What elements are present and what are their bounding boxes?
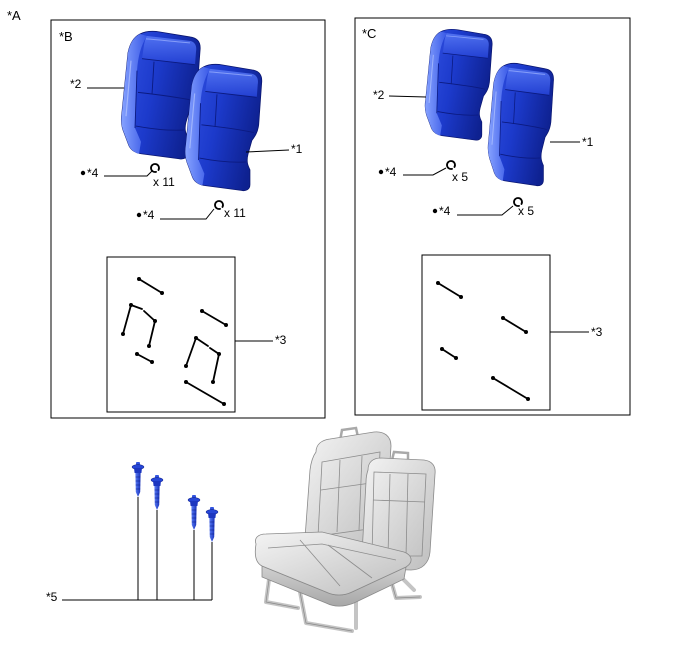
callout-pins: *5 (46, 590, 58, 604)
leader-clip-upper (403, 167, 447, 176)
pin-icon (205, 506, 219, 543)
panel-c-frame (354, 17, 631, 416)
wire-set-frame (421, 254, 551, 411)
wire-piece (436, 281, 463, 299)
wire-piece (137, 277, 164, 295)
panel-b-frame (50, 19, 326, 419)
qty-clip-upper: x 11 (153, 175, 175, 189)
wire-set (436, 281, 530, 401)
leader-seat-right (245, 149, 290, 153)
seat-back-right (184, 63, 263, 192)
seat-assembly (254, 426, 436, 633)
qty-clip-lower: x 5 (518, 204, 534, 218)
callout-clip-upper: *4 (385, 165, 397, 179)
wire-set (121, 277, 228, 406)
wire-piece (491, 376, 530, 401)
qty-clip-upper: x 5 (452, 170, 468, 184)
callout-seat-right: *1 (582, 135, 594, 149)
assembly-cushion (254, 531, 412, 607)
clip-icon (446, 160, 456, 170)
bullet-dot (432, 208, 438, 214)
leader-clip-lower (457, 205, 514, 216)
leader-pins (62, 497, 213, 601)
panel-b: *B *2 *1 *4 x 11 *4 x 11 (50, 19, 326, 419)
wire-set-frame (106, 256, 236, 413)
wire-piece (121, 303, 143, 336)
callout-wire-set: *3 (275, 333, 287, 347)
wire-piece (440, 347, 458, 360)
wire-piece (135, 352, 154, 364)
clip-icon (214, 200, 224, 210)
wire-piece (184, 380, 226, 406)
pins-group: *5 (46, 461, 219, 604)
callout-clip-upper: *4 (87, 166, 99, 180)
callout-clip-lower: *4 (143, 208, 155, 222)
figure-label: *A (7, 8, 21, 23)
callout-clip-lower: *4 (439, 204, 451, 218)
wire-piece (184, 336, 209, 368)
callout-wire-set: *3 (591, 325, 603, 339)
seat-frame (264, 570, 422, 633)
callout-seat-left: *2 (373, 88, 385, 102)
clip-icon (150, 163, 160, 173)
assembly-back-right (361, 450, 436, 571)
panel-c: *C *2 *1 *4 x 5 *4 x 5 (354, 17, 631, 416)
panel-c-label: *C (362, 26, 376, 41)
panel-b-label: *B (59, 29, 73, 44)
bullet-dot (378, 169, 384, 175)
bullet-dot (136, 212, 142, 218)
seat-back-right (487, 62, 555, 187)
pin-icon (150, 474, 164, 511)
seat-back-left (424, 28, 493, 141)
wire-piece (501, 316, 528, 334)
wire-piece (143, 310, 157, 348)
leader-clip-lower (160, 208, 215, 220)
callout-seat-left: *2 (70, 77, 82, 91)
wire-piece (209, 347, 221, 384)
callout-seat-right: *1 (291, 142, 303, 156)
bullet-dot (80, 170, 86, 176)
leader-seat-left (388, 95, 427, 98)
pin-icon (131, 461, 145, 498)
pin-icon (187, 494, 201, 531)
qty-clip-lower: x 11 (224, 206, 246, 220)
leader-clip-upper (104, 170, 153, 177)
wire-piece (200, 309, 228, 327)
